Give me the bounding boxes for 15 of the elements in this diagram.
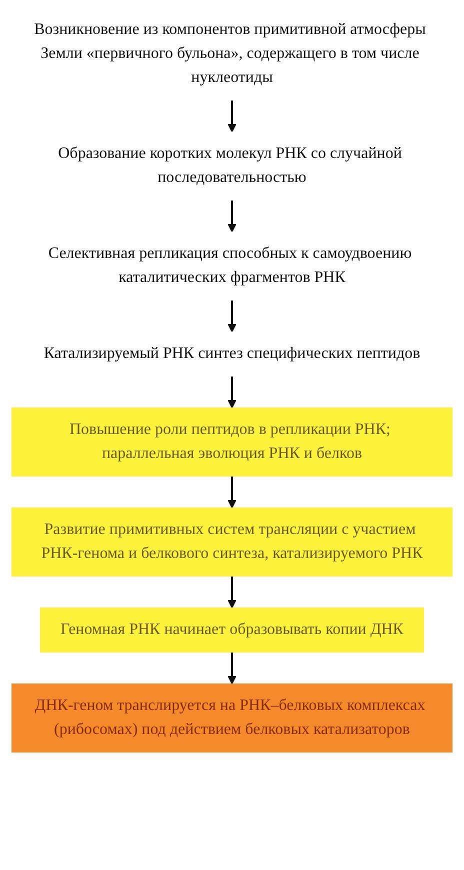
arrow	[228, 652, 236, 684]
node-box: Геномная РНК начинает образовывать копии ДНК	[40, 608, 424, 652]
node-text: Образование коротких молекул РНК со случайной последовательностью	[58, 145, 402, 186]
node-box: ДНК-геном транслируется на РНК–белковых комплексах (рибосомах) под действием белковых катализаторов	[12, 684, 452, 752]
arrow	[228, 300, 236, 332]
node-text: Возникновение из компонентов примитивной атмосферы Земли «первичного бульона», содержащего в том числе нуклеотиды	[34, 21, 426, 86]
node-box: Развитие примитивных систем трансляции с участием РНК-генома и белкового синтеза, катализируемого РНК	[12, 508, 452, 576]
arrow	[228, 476, 236, 508]
arrow	[228, 100, 236, 132]
node-box: Повышение роли пептидов в репликации РНК; параллельная эволюция РНК и белков	[12, 408, 452, 476]
arrow	[228, 200, 236, 232]
arrow	[228, 576, 236, 608]
node-text: Катализируемый РНК синтез специфических пептидов	[44, 345, 420, 362]
arrow	[228, 376, 236, 408]
node-text: Селективная репликация способных к самоудвоению каталитических фрагментов РНК	[48, 245, 412, 286]
